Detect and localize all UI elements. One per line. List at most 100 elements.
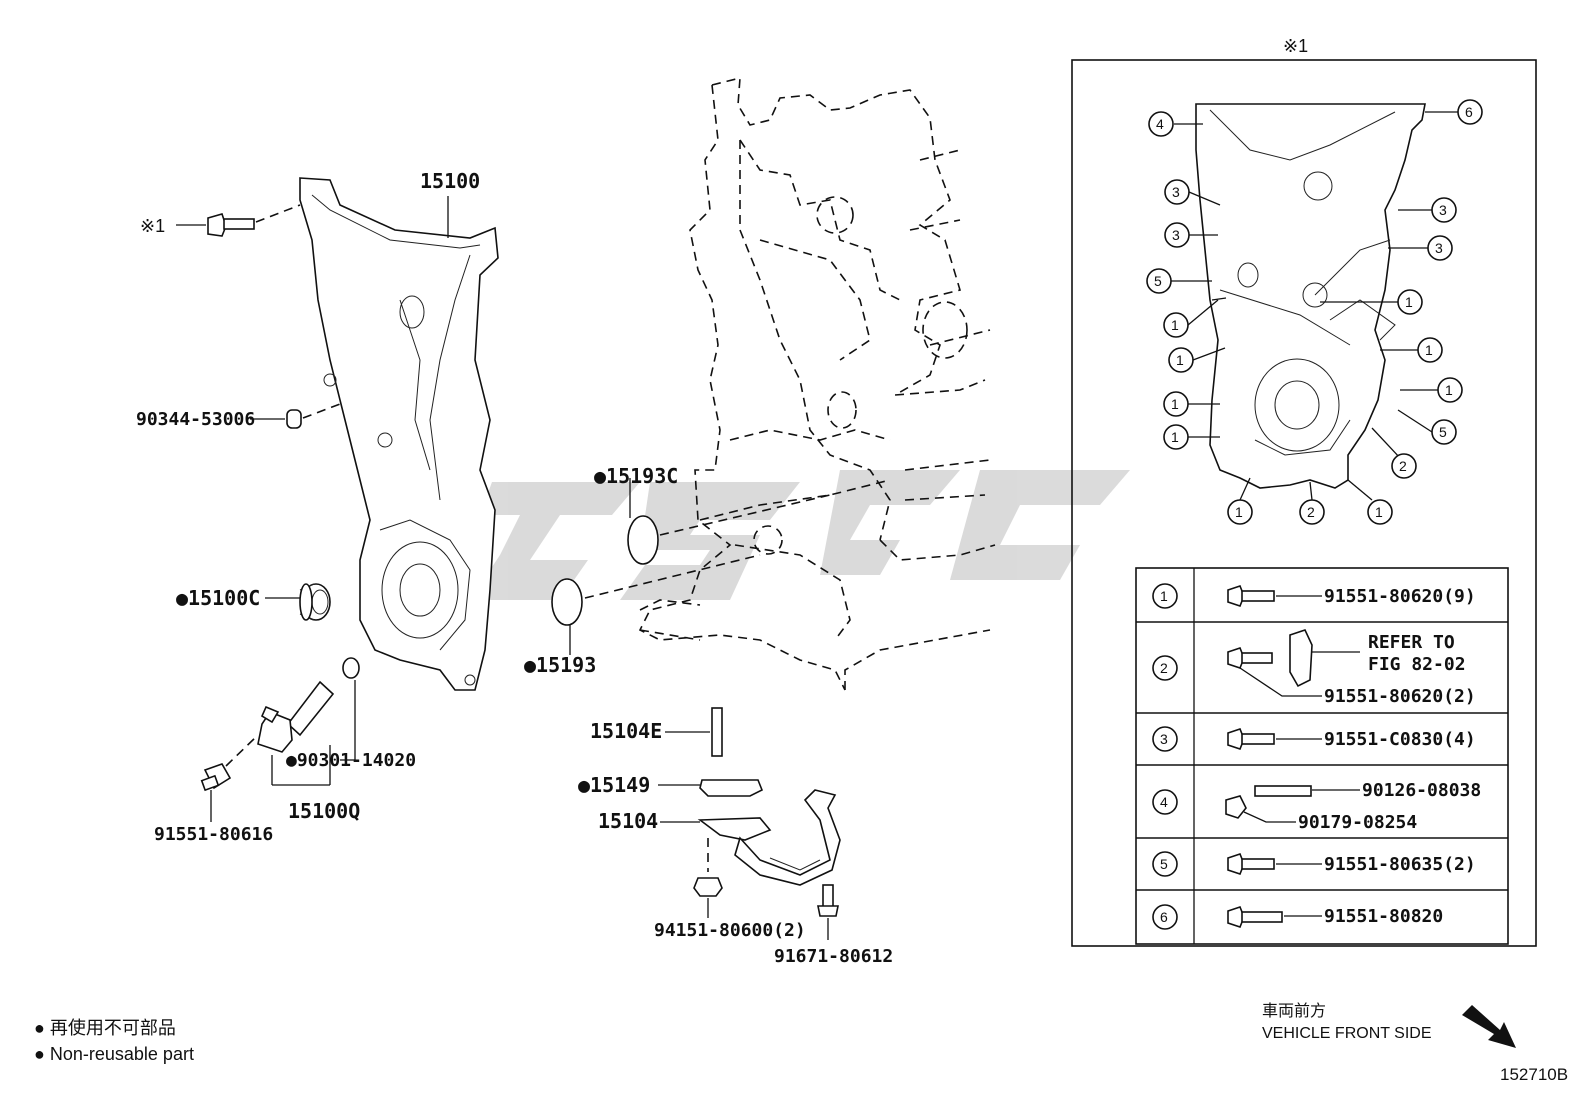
svg-text:91551-80635(2): 91551-80635(2)	[1324, 854, 1476, 875]
table-row: 1 91551-80620(9)	[1152, 583, 1476, 609]
callout: 2	[1371, 427, 1417, 479]
o-ring-15193C	[627, 515, 659, 565]
svg-text:90179-08254: 90179-08254	[1298, 812, 1417, 833]
svg-text:91551-80620(9): 91551-80620(9)	[1324, 586, 1476, 607]
svg-text:REFER TO: REFER TO	[1368, 632, 1455, 653]
callout: 5	[1146, 268, 1212, 294]
oil-strainer-15104	[697, 789, 841, 886]
svg-text:6: 6	[1160, 909, 1168, 925]
gasket-15149	[699, 779, 764, 797]
svg-text:5: 5	[1154, 273, 1162, 289]
svg-text:1: 1	[1425, 342, 1433, 358]
svg-text:1: 1	[1235, 504, 1243, 520]
svg-text:3: 3	[1172, 184, 1180, 200]
label-15104E: 15104E	[590, 719, 662, 743]
callout: 2	[1299, 481, 1325, 525]
svg-text:91551-80820: 91551-80820	[1324, 906, 1443, 927]
label-15193C: ●15193C	[594, 464, 678, 488]
label-15193: ●15193	[524, 653, 596, 677]
stud-15104E	[711, 707, 723, 757]
callout: 1	[1163, 391, 1220, 417]
oil-seal-15100C	[299, 583, 331, 621]
direction-en: VEHICLE FRONT SIDE	[1262, 1025, 1432, 1042]
engine-block-outline	[638, 76, 996, 691]
bolt-detail-1	[207, 204, 301, 237]
svg-text:90126-08038: 90126-08038	[1362, 780, 1481, 801]
svg-text:2: 2	[1307, 504, 1315, 520]
detail-callouts: 4 6 3 3 3 3 5 1 1 1 1 1 1 1 1 5 2 2 1 1	[1146, 99, 1483, 525]
figure-code: 152710B	[1500, 1065, 1568, 1084]
bolt-table: 1 91551-80620(9) 2 REFER TO FIG 82-02 91…	[1135, 567, 1509, 945]
bolt-91671	[817, 884, 839, 917]
label-15100C: ●15100C	[176, 586, 260, 610]
svg-text:3: 3	[1160, 731, 1168, 747]
svg-text:3: 3	[1439, 202, 1447, 218]
table-row: 6 91551-80820	[1152, 904, 1443, 930]
plug-90344	[286, 403, 341, 429]
callout: 1	[1347, 479, 1393, 525]
callout: 1	[1227, 477, 1253, 525]
label-15104: 15104	[598, 809, 658, 833]
callout: 6	[1425, 99, 1483, 125]
detail-cover-drawing	[1195, 103, 1426, 489]
svg-text:2: 2	[1399, 458, 1407, 474]
svg-text:91551-C0830(4): 91551-C0830(4)	[1324, 729, 1476, 750]
callout: 1	[1320, 289, 1423, 315]
svg-text:5: 5	[1439, 424, 1447, 440]
callout: 3	[1164, 179, 1221, 206]
callout: 1	[1168, 347, 1226, 373]
svg-text:91551-80620(2): 91551-80620(2)	[1324, 686, 1476, 707]
bolt-91551-80616	[200, 734, 259, 792]
svg-text:5: 5	[1160, 856, 1168, 872]
o-ring-15193	[551, 578, 583, 626]
table-row: 5 91551-80635(2)	[1152, 851, 1476, 877]
label-mark1: ※1	[140, 216, 165, 236]
svg-text:1: 1	[1171, 396, 1179, 412]
svg-text:1: 1	[1375, 504, 1383, 520]
svg-text:3: 3	[1172, 227, 1180, 243]
callout: 5	[1397, 409, 1457, 445]
callout: 1	[1163, 299, 1219, 338]
watermark-logo	[470, 470, 1130, 600]
svg-text:2: 2	[1160, 660, 1168, 676]
callout: 1	[1400, 377, 1463, 403]
svg-text:1: 1	[1176, 352, 1184, 368]
front-arrow-icon	[1462, 1005, 1516, 1048]
table-row: 3 91551-C0830(4)	[1152, 726, 1476, 752]
label-94151-80600: 94151-80600(2)	[654, 920, 806, 941]
legend-en: ● Non-reusable part	[34, 1044, 194, 1064]
svg-text:4: 4	[1156, 116, 1164, 132]
callout: 3	[1398, 197, 1457, 223]
detail-mark: ※1	[1283, 36, 1308, 56]
callout: 1	[1163, 424, 1220, 450]
nut-94151	[693, 838, 723, 897]
svg-text:4: 4	[1160, 794, 1168, 810]
table-row: 2 REFER TO FIG 82-02 91551-80620(2)	[1152, 629, 1476, 707]
legend-jp: ● 再使用不可部品	[34, 1018, 176, 1038]
o-ring-90301	[342, 657, 360, 679]
svg-text:6: 6	[1465, 104, 1473, 120]
svg-text:FIG 82-02: FIG 82-02	[1368, 654, 1466, 675]
label-15149: ●15149	[578, 773, 650, 797]
svg-text:1: 1	[1445, 382, 1453, 398]
detail-box	[1071, 59, 1537, 947]
callout: 1	[1380, 337, 1443, 363]
sensor-15100Q	[257, 680, 335, 753]
svg-text:3: 3	[1435, 240, 1443, 256]
table-row: 4 90126-08038 90179-08254	[1152, 780, 1481, 833]
label-90344-53006: 90344-53006	[136, 409, 255, 430]
svg-text:1: 1	[1171, 429, 1179, 445]
callout: 4	[1148, 111, 1203, 137]
callout: 3	[1164, 222, 1218, 248]
label-91551-80616: 91551-80616	[154, 824, 273, 845]
svg-text:1: 1	[1160, 588, 1168, 604]
svg-text:1: 1	[1405, 294, 1413, 310]
label-91671-80612: 91671-80612	[774, 946, 893, 967]
svg-text:1: 1	[1171, 317, 1179, 333]
callout: 3	[1388, 235, 1453, 261]
callout: 1	[1211, 297, 1227, 301]
label-90301-14020: ●90301-14020	[286, 750, 416, 771]
timing-chain-cover-15100	[299, 177, 499, 691]
